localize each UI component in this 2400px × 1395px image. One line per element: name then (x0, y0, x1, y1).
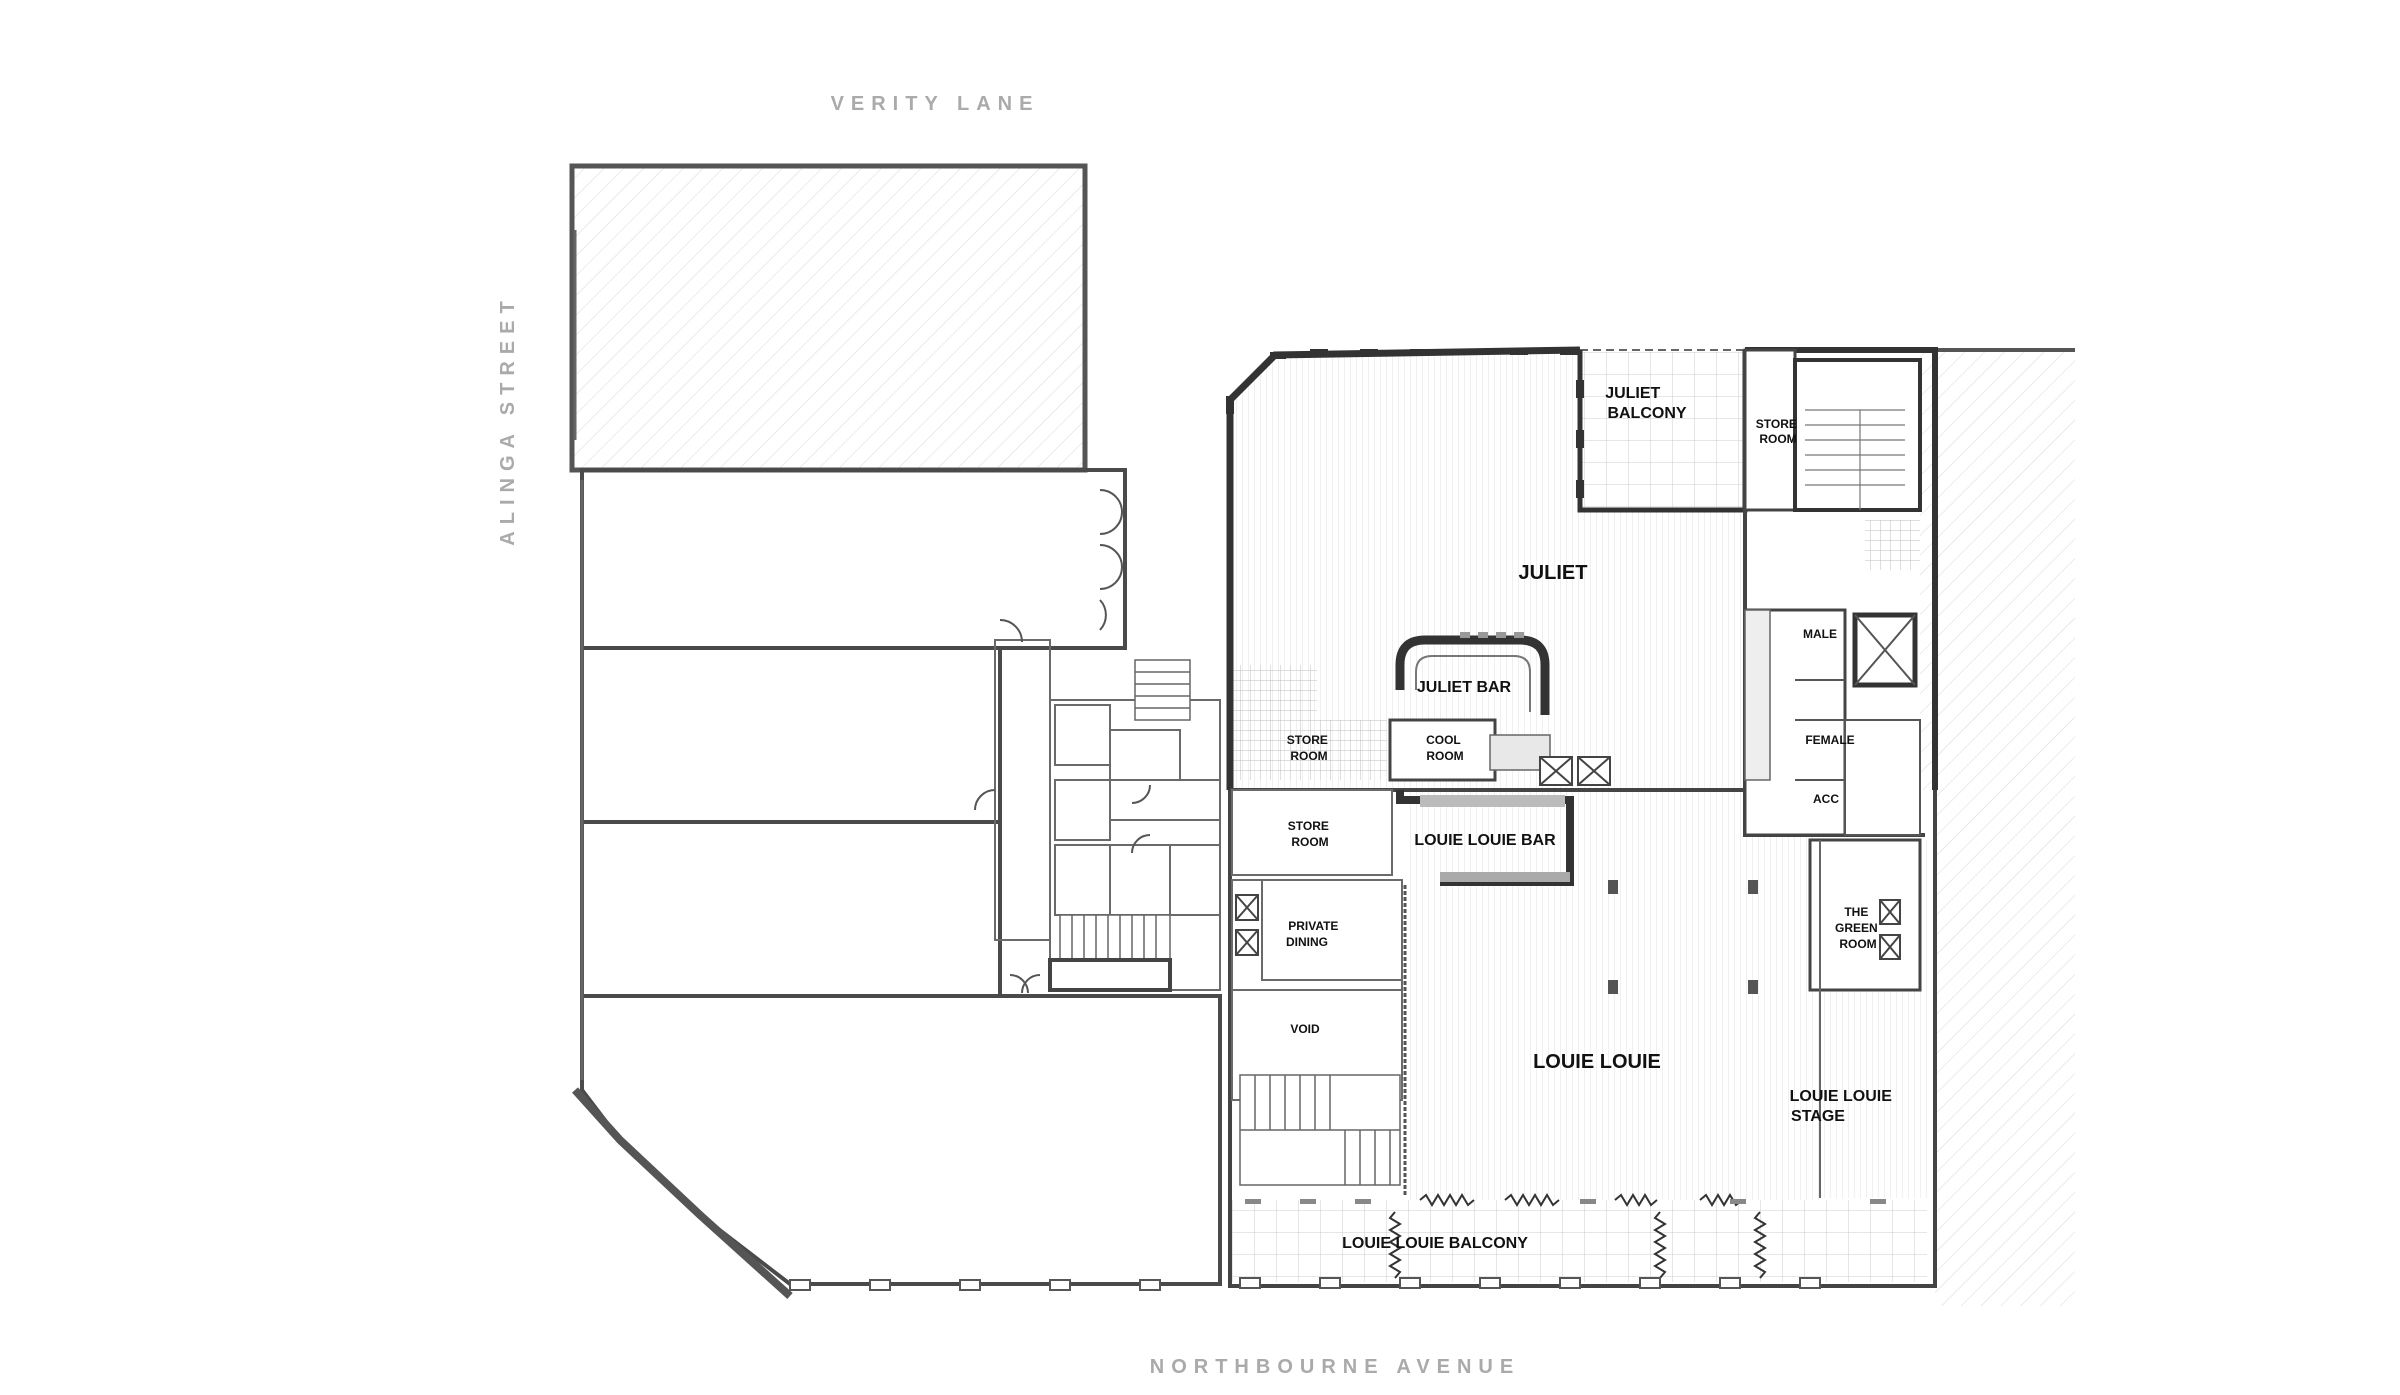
label-louie-louie: LOUIE LOUIE (1533, 1051, 1661, 1073)
label-store-room-ne-line1: STORE (1756, 417, 1797, 431)
street-label-south: NORTHBOURNE AVENUE (1150, 1356, 1520, 1378)
lower-stair (1239, 1074, 1401, 1186)
label-juliet-bar: JULIET BAR (1417, 679, 1512, 696)
louie-balcony-floor (1232, 1200, 1927, 1282)
label-female: FEMALE (1805, 733, 1854, 747)
label-store-room-mid: STORE ROOM (1287, 733, 1331, 763)
east-neighbour (1920, 350, 2075, 1306)
balcony-screens (1239, 1193, 1886, 1289)
label-green-room-line2: GREEN (1835, 921, 1878, 935)
east-core (1743, 348, 1922, 1198)
label-juliet-balcony-line2: BALCONY (1607, 405, 1686, 422)
label-louie-louie-stage-line2: STAGE (1791, 1108, 1845, 1125)
juliet-balcony-floor (1582, 352, 1744, 510)
label-juliet-balcony-line1: JULIET (1605, 385, 1660, 402)
juliet-floor (1230, 350, 1745, 790)
label-store-room-low-line2: ROOM (1291, 835, 1328, 849)
label-store-room-ne: STORE ROOM (1756, 417, 1800, 446)
label-green-room-line3: ROOM (1839, 937, 1876, 951)
street-label-west: ALINGA STREET (497, 294, 519, 545)
louie-louie-bar-counter (1396, 790, 1574, 886)
label-store-room-ne-line2: ROOM (1759, 432, 1796, 446)
label-louie-louie-balcony: LOUIE LOUIE BALCONY (1342, 1235, 1528, 1252)
label-louie-louie-stage: LOUIE LOUIE STAGE (1790, 1088, 1897, 1125)
louie-columns (1608, 880, 1758, 994)
label-acc: ACC (1813, 792, 1839, 806)
label-store-room-low-line1: STORE (1288, 819, 1329, 833)
store-grid (1232, 665, 1317, 780)
label-louie-louie-bar: LOUIE LOUIE BAR (1414, 832, 1556, 849)
label-private-dining-line2: DINING (1286, 935, 1328, 949)
label-store-room-mid-line2: ROOM (1290, 749, 1327, 763)
label-green-room-line1: THE (1844, 905, 1868, 919)
label-store-room-mid-line1: STORE (1287, 733, 1328, 747)
label-private-dining-line1: PRIVATE (1288, 919, 1338, 933)
juliet-lifts (1539, 756, 1611, 786)
street-label-north: VERITY LANE (831, 93, 1040, 115)
label-store-room-low: STORE ROOM (1288, 819, 1332, 849)
juliet-bar-counter (1395, 632, 1550, 715)
label-void: VOID (1290, 1022, 1320, 1036)
label-cool-room-line2: ROOM (1426, 749, 1463, 763)
louie-louie-floor (1405, 790, 1820, 1200)
label-juliet: JULIET (1519, 562, 1588, 584)
west-service-rooms (1231, 789, 1403, 1101)
label-male: MALE (1803, 627, 1837, 641)
west-building (569, 163, 1222, 1299)
label-green-room: THE GREEN ROOM (1835, 905, 1881, 951)
label-cool-room-line1: COOL (1426, 733, 1460, 747)
label-juliet-balcony: JULIET BALCONY (1605, 385, 1687, 422)
label-private-dining: PRIVATE DINING (1286, 919, 1342, 949)
label-louie-louie-stage-line1: LOUIE LOUIE (1790, 1088, 1893, 1105)
label-cool-room: COOL ROOM (1426, 733, 1464, 763)
